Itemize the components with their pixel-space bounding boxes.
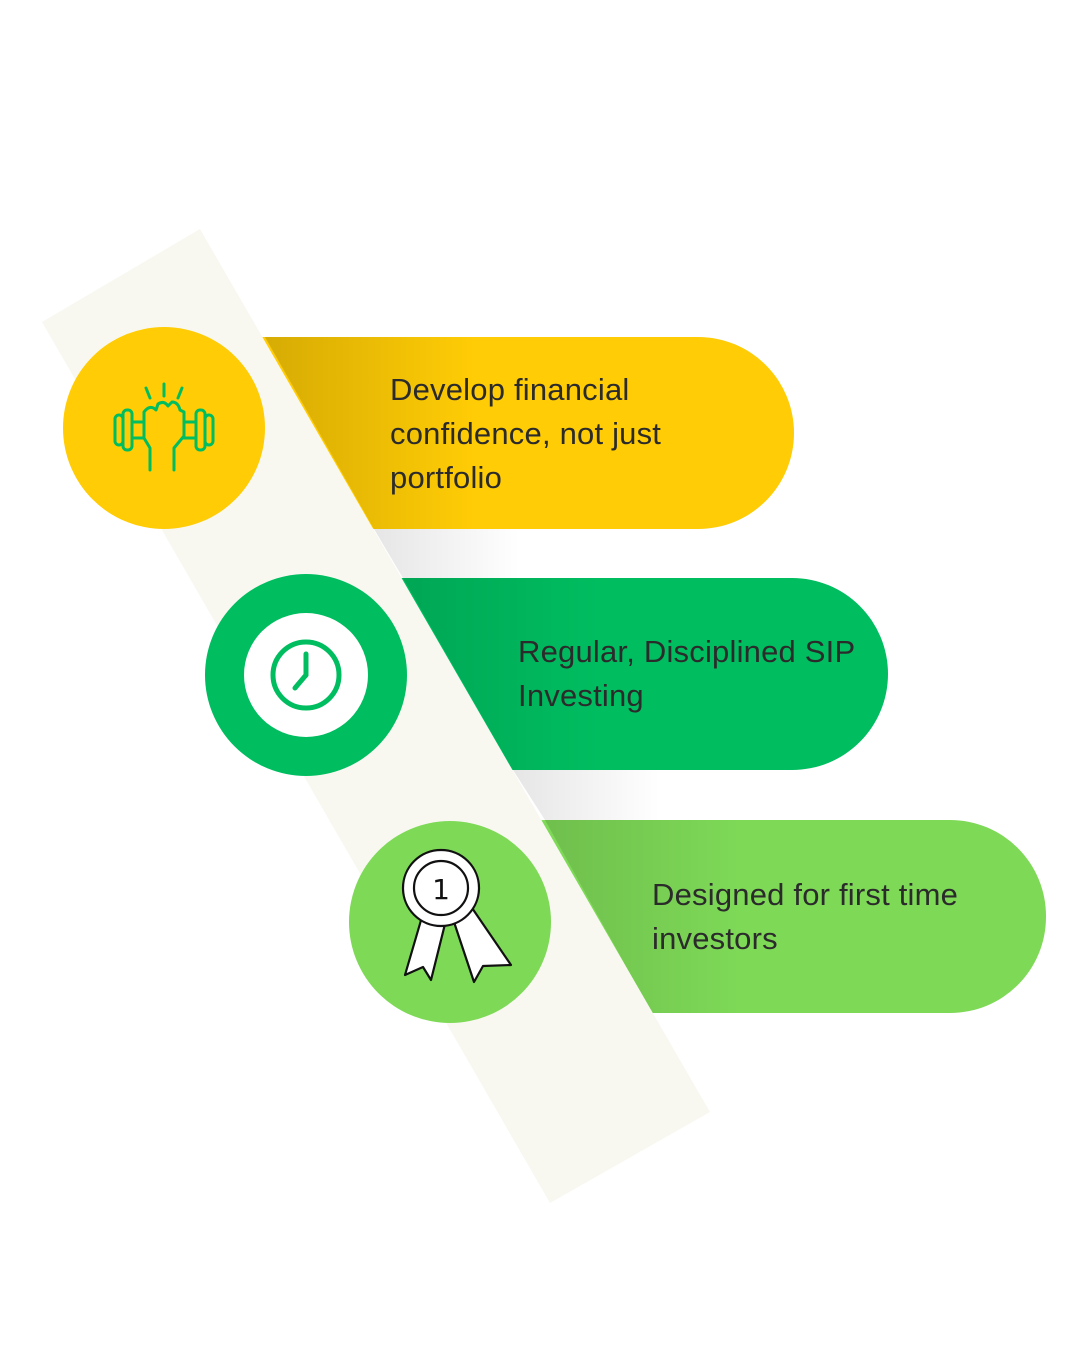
- feature-text-first-time: Designed for first time investors: [652, 877, 959, 956]
- clock-icon: [270, 639, 342, 711]
- award-number: 1: [432, 873, 450, 906]
- feature-text-sip: Regular, Disciplined SIP Investing: [518, 634, 855, 713]
- dumbbell-icon: [113, 382, 215, 472]
- gap-shadow-1: [374, 529, 520, 578]
- gap-shadow-2: [513, 770, 660, 820]
- pill-shadow-yellow: [265, 337, 475, 529]
- pill-shadow-lightgreen: [545, 820, 740, 1013]
- pill-shadow-green: [403, 578, 600, 770]
- circle-yellow: [63, 327, 265, 529]
- feature-text-confidence: Develop financial confidence, not just p…: [390, 372, 662, 495]
- award-ribbon-icon: [401, 848, 513, 984]
